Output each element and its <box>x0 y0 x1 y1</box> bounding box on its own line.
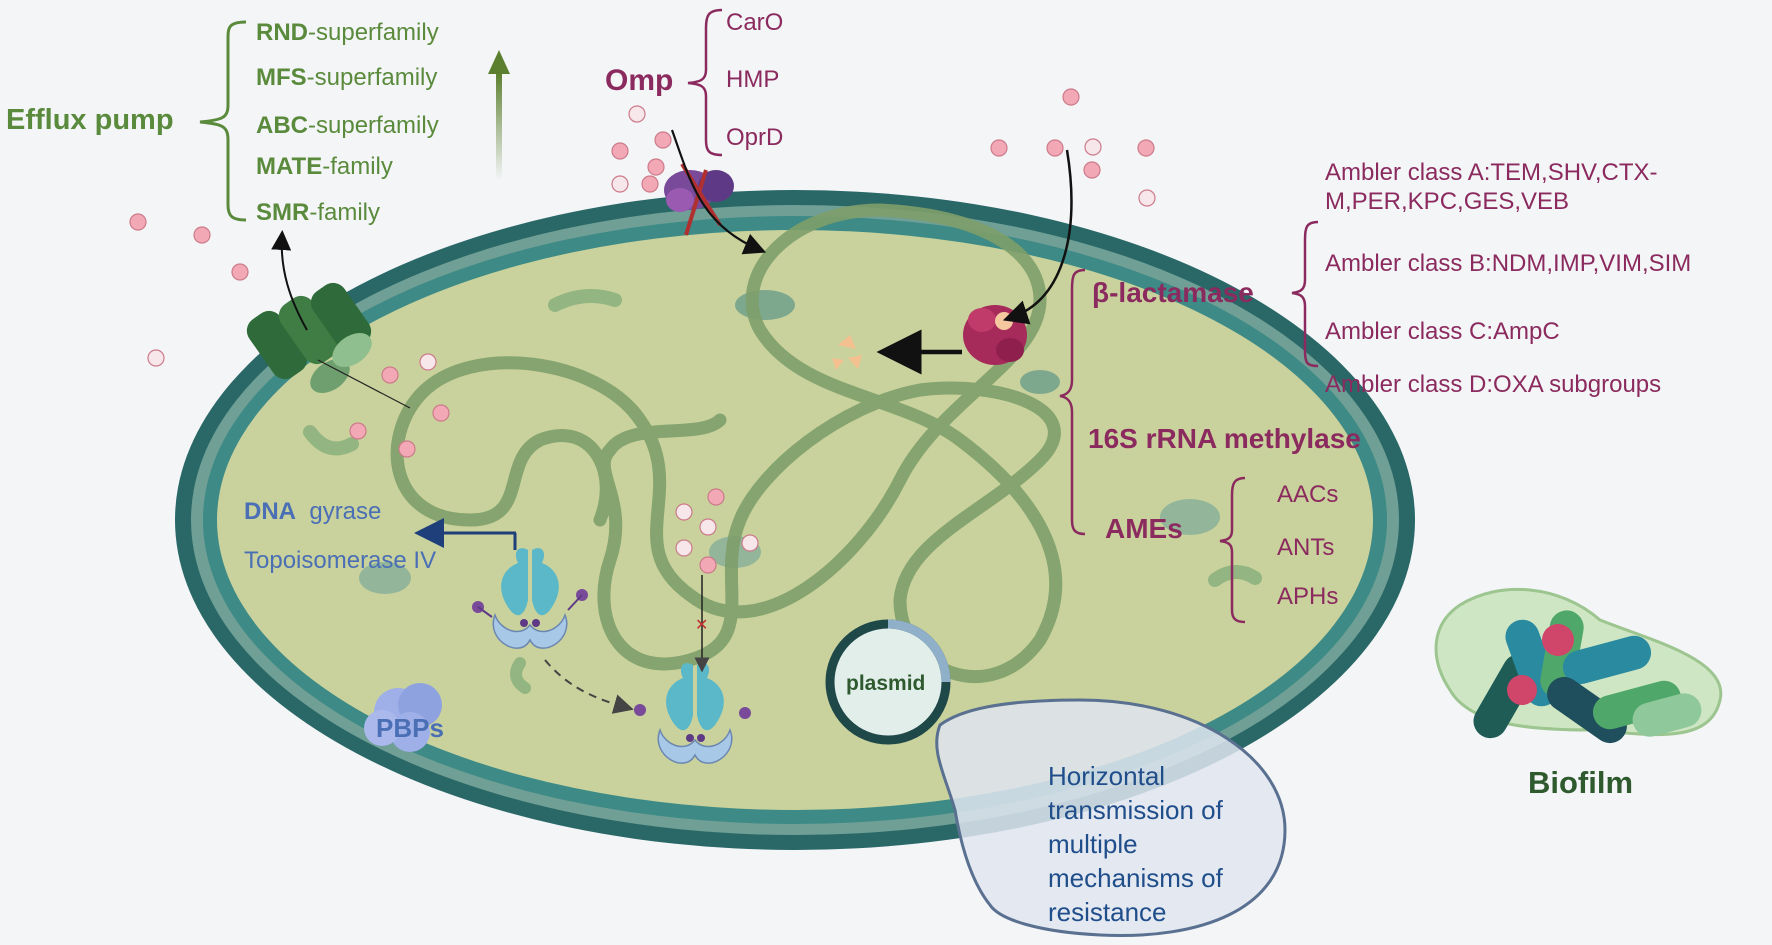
efflux-item-smr: SMR-family <box>256 201 380 225</box>
gyrase-top <box>472 548 588 649</box>
ames-bracket <box>1219 476 1246 624</box>
efflux-item-rnd: RND-superfamily <box>256 21 439 45</box>
efflux-item-mate-rest: -family <box>322 153 393 180</box>
ames-title: AMEs <box>1105 513 1183 544</box>
omp-title: Omp <box>605 64 674 97</box>
plasmid-ring <box>825 619 951 745</box>
cytoplasm <box>217 230 1373 810</box>
efflux-up-arrow <box>488 50 510 180</box>
efflux-item-mfs-bold: MFS <box>256 64 307 91</box>
pbps-label: PBPs <box>376 713 444 743</box>
omp-item-hmp: HMP <box>726 66 780 93</box>
beta-lactamase-enzyme <box>832 149 1073 375</box>
efflux-item-mfs-rest: -superfamily <box>306 64 438 91</box>
efflux-item-rnd-rest: -superfamily <box>308 19 439 46</box>
omp-porin <box>664 129 767 255</box>
omp-item-caro: CarO <box>726 9 784 36</box>
efflux-item-mate: MATE-family <box>256 155 393 179</box>
ambler-class-d: Ambler class D:OXA subgroups <box>1325 371 1662 398</box>
ames-item-aacs: AACs <box>1277 481 1339 508</box>
efflux-item-abc-rest: -superfamily <box>308 112 439 139</box>
callout-bubble <box>935 698 1287 938</box>
omp-bracket <box>687 8 723 157</box>
pbp-protein <box>364 683 442 752</box>
efflux-item-smr-rest: -family <box>309 199 381 226</box>
block-mark: ✕ <box>695 615 708 634</box>
mechanism-bracket <box>1059 268 1086 536</box>
dna-gyrase-rest: gyrase <box>309 498 382 525</box>
dna-gyrase-bold: DNA <box>244 498 296 525</box>
efflux-item-abc-bold: ABC <box>256 112 308 139</box>
ambler-class-c: Ambler class C:AmpC <box>1325 318 1560 345</box>
omp-item-oprd: OprD <box>726 124 784 151</box>
callout-text: Horizontal transmission of multiple mech… <box>1048 761 1223 927</box>
beta-lactamase-title: β-lactamase <box>1092 277 1254 308</box>
efflux-item-abc: ABC-superfamily <box>256 114 439 138</box>
antibiotic-molecules <box>129 88 1156 574</box>
ambler-class-b: Ambler class B:NDM,IMP,VIM,SIM <box>1325 250 1692 277</box>
plasmid-label: plasmid <box>846 672 926 695</box>
biofilm-label: Biofilm <box>1528 765 1634 800</box>
ames-item-aphs: APHs <box>1277 583 1339 610</box>
methylase-label: 16S rRNA methylase <box>1088 423 1361 454</box>
ambler-bracket <box>1291 220 1319 368</box>
biofilm-cluster <box>1434 587 1723 744</box>
efflux-item-smr-bold: SMR <box>256 199 310 226</box>
gyrase-bottom <box>634 663 751 764</box>
efflux-bracket <box>199 20 247 222</box>
efflux-item-mfs: MFS-superfamily <box>256 66 437 90</box>
efflux-pump-title: Efflux pump <box>6 104 174 136</box>
efflux-item-rnd-bold: RND <box>256 19 308 46</box>
efflux-item-mate-bold: MATE <box>256 153 323 180</box>
efflux-pump-protein <box>246 230 411 409</box>
dna-gyrase-label: DNA gyrase <box>244 500 381 524</box>
ambler-class-a: Ambler class A:TEM,SHV,CTX- M,PER,KPC,GE… <box>1325 159 1658 215</box>
gyrase-dashed-arrow <box>544 659 634 714</box>
ames-item-ants: ANTs <box>1277 534 1335 561</box>
topoisomerase-label: Topoisomerase IV <box>244 547 437 574</box>
